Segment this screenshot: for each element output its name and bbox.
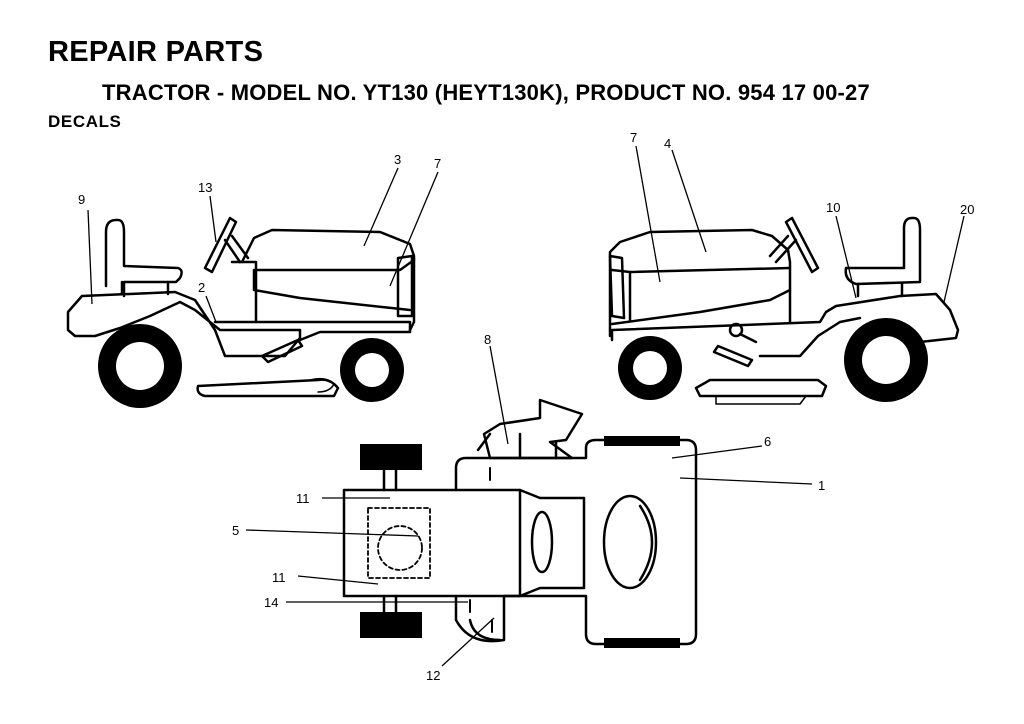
callout-11-lower: 11 bbox=[272, 570, 286, 585]
leader-13 bbox=[209, 195, 217, 243]
top-decal-5-outline bbox=[367, 507, 431, 579]
callout-6: 6 bbox=[764, 434, 771, 449]
right-grille bbox=[608, 254, 626, 320]
leader-5 bbox=[245, 529, 419, 537]
top-seat-detail bbox=[468, 618, 502, 642]
top-steering-detail bbox=[476, 432, 558, 460]
tractor-right-side-view bbox=[608, 216, 960, 405]
leader-6 bbox=[671, 445, 763, 459]
left-mower-deck bbox=[196, 378, 340, 398]
right-steering-column bbox=[768, 234, 798, 264]
top-hood-inner bbox=[638, 504, 654, 582]
leader-7-left bbox=[389, 171, 439, 287]
callout-9: 9 bbox=[78, 192, 85, 207]
leader-10 bbox=[835, 215, 857, 299]
callout-2: 2 bbox=[198, 280, 205, 295]
top-marker-left bbox=[469, 467, 493, 633]
tractor-left-side-view bbox=[66, 216, 416, 408]
right-hood-lower bbox=[610, 266, 792, 326]
left-rear-fender bbox=[66, 290, 302, 358]
right-running-board bbox=[610, 292, 960, 344]
leader-7-right bbox=[635, 145, 661, 283]
leader-11-lower bbox=[297, 575, 379, 585]
right-lift-lever bbox=[728, 322, 758, 344]
leader-8 bbox=[489, 345, 509, 445]
callout-7-left: 7 bbox=[434, 156, 441, 171]
right-rear-fender-body bbox=[758, 316, 862, 358]
top-decal-5-circle bbox=[377, 525, 423, 571]
top-rear-axle bbox=[382, 468, 398, 614]
callout-20: 20 bbox=[960, 202, 974, 217]
top-rear-right-tire bbox=[360, 612, 422, 638]
left-deck-chute bbox=[309, 377, 335, 393]
leader-3 bbox=[363, 167, 399, 247]
left-pedal bbox=[260, 338, 304, 364]
left-dash bbox=[230, 260, 258, 324]
top-rear-body bbox=[342, 488, 522, 598]
right-pedal bbox=[712, 344, 754, 368]
callout-12: 12 bbox=[426, 668, 440, 683]
left-steering-wheel bbox=[203, 216, 238, 274]
right-seat-base bbox=[856, 282, 904, 298]
callout-numbers: 9 13 2 3 7 7 4 10 20 8 6 1 11 5 11 14 12 bbox=[78, 130, 974, 683]
right-seat bbox=[844, 216, 922, 286]
leader-4 bbox=[671, 149, 707, 253]
leader-12 bbox=[441, 617, 495, 667]
top-fender bbox=[454, 438, 698, 646]
leader-lines bbox=[87, 145, 965, 667]
callout-13: 13 bbox=[198, 180, 212, 195]
top-hood-oval bbox=[602, 494, 658, 590]
left-grille bbox=[396, 254, 414, 318]
callout-1: 1 bbox=[818, 478, 825, 493]
left-rear-wheel bbox=[98, 324, 182, 408]
left-front-wheel bbox=[340, 338, 404, 402]
top-steering bbox=[482, 398, 584, 460]
right-rear-wheel bbox=[844, 318, 928, 402]
right-hood bbox=[608, 228, 792, 338]
section-heading: DECALS bbox=[48, 112, 122, 131]
leader-20 bbox=[943, 215, 965, 303]
callout-3: 3 bbox=[394, 152, 401, 167]
leader-9 bbox=[87, 209, 93, 305]
top-rear-left-tire bbox=[360, 444, 422, 470]
leader-2 bbox=[205, 295, 217, 323]
callout-11-upper: 11 bbox=[296, 491, 310, 506]
leader-1 bbox=[679, 477, 813, 485]
right-steering-wheel bbox=[784, 216, 820, 274]
callout-4: 4 bbox=[664, 136, 671, 151]
page-title: REPAIR PARTS bbox=[48, 36, 264, 68]
callout-7-right: 7 bbox=[630, 130, 637, 145]
right-deck-chute bbox=[715, 395, 807, 405]
top-center-oval bbox=[530, 510, 554, 574]
callout-10: 10 bbox=[826, 200, 840, 215]
right-front-wheel bbox=[618, 336, 682, 400]
page-subtitle: TRACTOR - MODEL NO. YT130 (HEYT130K), PR… bbox=[102, 80, 870, 105]
left-hood-lower bbox=[252, 258, 416, 312]
left-hood bbox=[240, 228, 416, 332]
top-middle-section bbox=[518, 488, 586, 598]
right-mower-deck bbox=[694, 378, 828, 398]
tractor-top-view bbox=[342, 398, 698, 648]
left-seat-base bbox=[120, 280, 170, 296]
callout-14: 14 bbox=[264, 595, 278, 610]
callout-5: 5 bbox=[232, 523, 239, 538]
callout-8: 8 bbox=[484, 332, 491, 347]
left-seat bbox=[104, 218, 183, 298]
left-running-board bbox=[213, 320, 412, 342]
